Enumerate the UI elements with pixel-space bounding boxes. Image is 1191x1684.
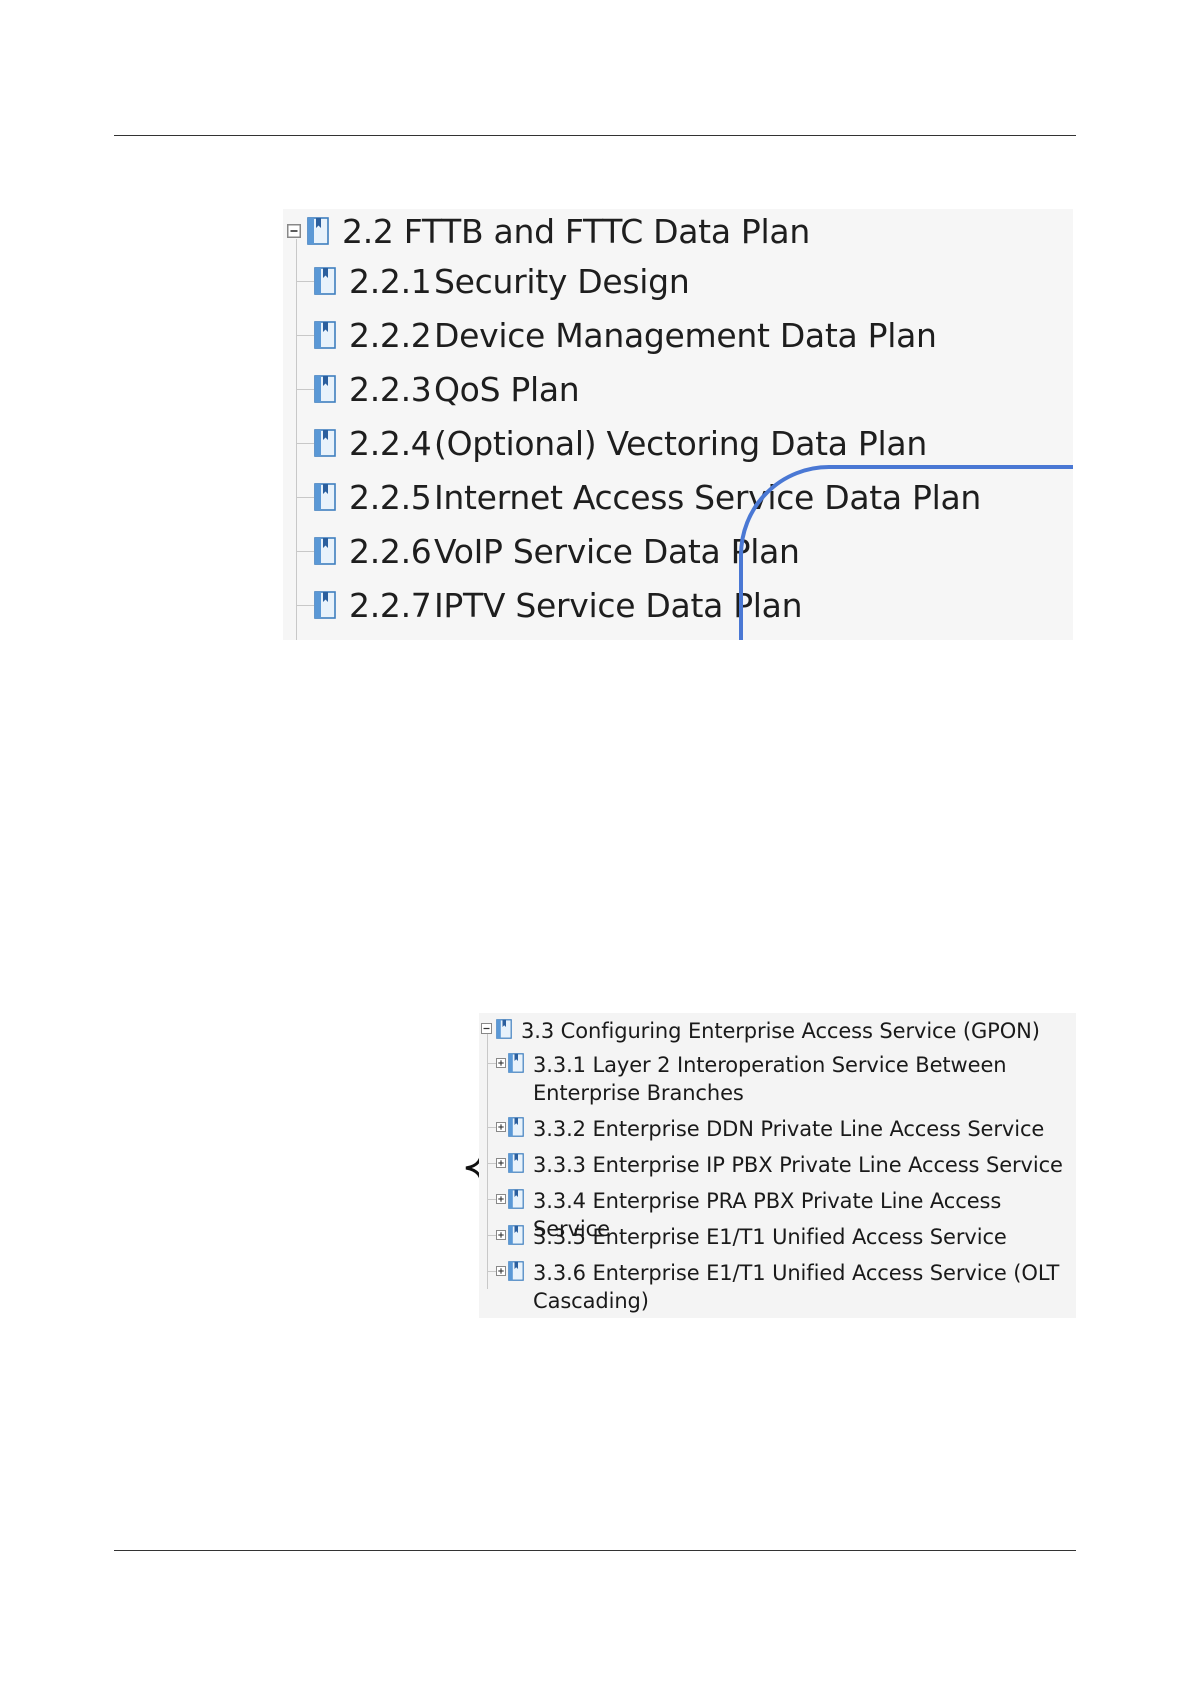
tree-node-item[interactable]: 2.2.7IPTV Service Data Plan (296, 585, 803, 625)
section-number: 2.2.1 (349, 261, 432, 301)
tree-node-item[interactable]: 2.2.3QoS Plan (296, 369, 580, 409)
section-number: 2.2.7 (349, 585, 432, 625)
book-page-icon (314, 429, 336, 457)
section-title: Security Design (434, 261, 690, 301)
book-page-icon (508, 1053, 524, 1073)
section-number: 2.2.2 (349, 315, 432, 355)
section-title: VoIP Service Data Plan (434, 531, 800, 571)
expand-icon[interactable] (496, 1230, 506, 1240)
tree-node-root[interactable]: 3.3 Configuring Enterprise Access Servic… (479, 1017, 1040, 1045)
toc-tree-enterprise-access: 3.3 Configuring Enterprise Access Servic… (479, 1013, 1076, 1318)
book-page-icon (314, 375, 336, 403)
section-title: Device Management Data Plan (434, 315, 937, 355)
expand-icon[interactable] (496, 1158, 506, 1168)
book-page-icon (508, 1117, 524, 1137)
header-rule (114, 135, 1076, 136)
collapse-icon[interactable] (481, 1023, 492, 1034)
section-title: Internet Access Service Data Plan (434, 477, 982, 517)
book-page-icon (314, 537, 336, 565)
section-number: 2.2.4 (349, 423, 432, 463)
tree-node-label: 3.3.4 Enterprise PRA PBX Private Line Ac… (533, 1189, 1002, 1241)
book-page-icon (314, 321, 336, 349)
book-page-icon (508, 1225, 524, 1245)
tree-node-item[interactable]: 2.2.6VoIP Service Data Plan (296, 531, 800, 571)
tree-guide-line (296, 239, 297, 640)
collapse-icon[interactable] (287, 224, 301, 238)
section-title: (Optional) Vectoring Data Plan (434, 423, 927, 463)
tree-node-label: 2.2 FTTB and FTTC Data Plan (342, 211, 810, 251)
book-page-icon (508, 1261, 524, 1281)
book-page-icon (496, 1019, 512, 1039)
tree-node-item[interactable]: 3.3.3 Enterprise IP PBX Private Line Acc… (487, 1151, 1073, 1179)
tree-node-item[interactable]: 2.2.4(Optional) Vectoring Data Plan (296, 423, 927, 463)
tree-node-label: 3.3.2 Enterprise DDN Private Line Access… (533, 1117, 1045, 1141)
book-page-icon (307, 217, 329, 245)
tree-node-item[interactable]: 2.2.5Internet Access Service Data Plan (296, 477, 981, 517)
book-page-icon (314, 591, 336, 619)
section-number: 2.2.6 (349, 531, 432, 571)
tree-node-item[interactable]: 3.3.4 Enterprise PRA PBX Private Line Ac… (487, 1187, 1073, 1243)
tree-node-label: 3.3.1 Layer 2 Interoperation Service Bet… (533, 1053, 1007, 1105)
footer-rule (114, 1550, 1076, 1551)
tree-node-item[interactable]: 3.3.5 Enterprise E1/T1 Unified Access Se… (487, 1223, 1073, 1251)
tree-node-item[interactable]: 3.3.6 Enterprise E1/T1 Unified Access Se… (487, 1259, 1073, 1315)
book-page-icon (508, 1153, 524, 1173)
expand-icon[interactable] (496, 1266, 506, 1276)
book-page-icon (314, 483, 336, 511)
section-number: 2.2.5 (349, 477, 432, 517)
tree-node-label: 3.3.3 Enterprise IP PBX Private Line Acc… (533, 1153, 1063, 1177)
book-page-icon (314, 267, 336, 295)
expand-icon[interactable] (496, 1122, 506, 1132)
section-number: 2.2.3 (349, 369, 432, 409)
tree-node-item[interactable]: 3.3.2 Enterprise DDN Private Line Access… (487, 1115, 1073, 1143)
tree-node-label: 3.3 Configuring Enterprise Access Servic… (521, 1019, 1040, 1043)
book-page-icon (508, 1189, 524, 1209)
expand-icon[interactable] (496, 1058, 506, 1068)
toc-tree-fttb-fttc: 2.2 FTTB and FTTC Data Plan 2.2.1Securit… (283, 209, 1073, 640)
tree-node-root[interactable]: 2.2 FTTB and FTTC Data Plan (283, 211, 810, 251)
section-title: QoS Plan (434, 369, 580, 409)
tree-node-item[interactable]: 2.2.1Security Design (296, 261, 690, 301)
tree-guide-line (487, 1031, 488, 1289)
tree-node-item[interactable]: 3.3.1 Layer 2 Interoperation Service Bet… (487, 1051, 1073, 1107)
tree-node-label: 3.3.5 Enterprise E1/T1 Unified Access Se… (533, 1225, 1007, 1249)
tree-node-label: 3.3.6 Enterprise E1/T1 Unified Access Se… (533, 1261, 1060, 1313)
expand-icon[interactable] (496, 1194, 506, 1204)
tree-node-item[interactable]: 2.2.2Device Management Data Plan (296, 315, 937, 355)
section-title: IPTV Service Data Plan (434, 585, 803, 625)
